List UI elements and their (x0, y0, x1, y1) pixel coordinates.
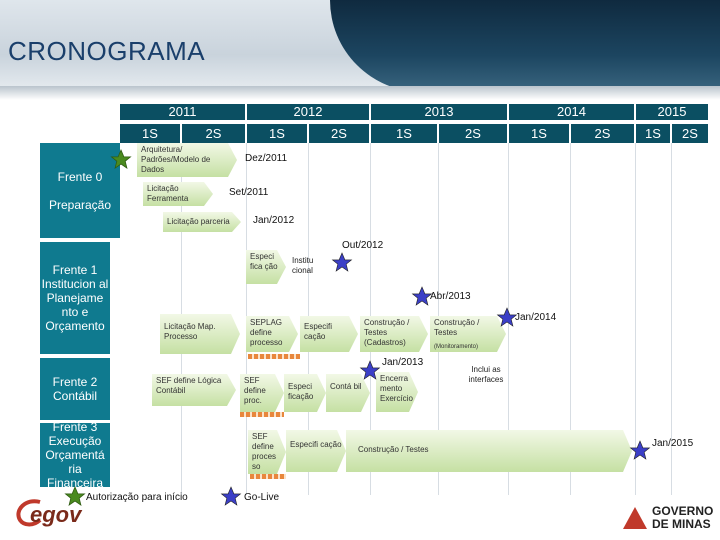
sem-2013-2: 2S (439, 124, 507, 143)
task-construcao-monitoramento-label: Construção / Testes (434, 318, 480, 337)
milestone-jan2013: Jan/2013 (382, 357, 424, 368)
task-institucional: Institu cional (292, 256, 314, 275)
front-0: Frente 0 Preparação (40, 143, 120, 238)
sem-2014-1: 1S (509, 124, 569, 143)
task-sef-define-processo: SEF define proces so (248, 430, 286, 474)
sem-2012-1: 1S (247, 124, 307, 143)
grid-line (671, 143, 672, 495)
task-construcao-f3: Construção / Testes (346, 430, 632, 472)
egov-swirl-icon (16, 499, 42, 527)
authorization-star-icon (111, 149, 131, 169)
governo-logo-line2: DE MINAS (652, 517, 711, 531)
progress-bar-seplag (248, 354, 300, 359)
front-0-subtitle: Preparação (48, 197, 112, 212)
task-sef-define-proc: SEF define proc. (240, 374, 284, 412)
year-2015: 2015 (636, 104, 708, 120)
sem-2015-2: 2S (672, 124, 708, 143)
sem-2014-2: 2S (571, 124, 634, 143)
front-1: Frente 1 Institucion al Planejame nto e … (40, 242, 110, 354)
building-image (330, 0, 720, 92)
egov-logo-text: egov (30, 502, 82, 527)
golive-star-icon (412, 286, 432, 306)
grid-line (570, 143, 571, 495)
task-especificacao-f2: Especi ficação (284, 374, 326, 412)
task-encerramento: Encerra mento Exercício (376, 372, 418, 412)
task-especificacao-f3: Especifi cação (286, 430, 346, 472)
milestone-out2012: Out/2012 (342, 240, 384, 251)
progress-bar-sef (240, 412, 284, 417)
golive-star-icon (630, 440, 650, 460)
legend-golive-label: Go-Live (244, 492, 280, 503)
task-especificacao-f1b: Especifi cação (300, 316, 358, 352)
milestone-jan2015: Jan/2015 (652, 438, 694, 449)
task-especificacao-f1: Especi fica ção (246, 250, 286, 284)
task-licitacao-mapeamento: Licitação Map. Processo (160, 314, 240, 354)
task-construcao-cadastros: Construção / Testes (Cadastros) (360, 316, 428, 352)
sem-2011-2: 2S (182, 124, 245, 143)
front-0-title: Frente 0 (57, 169, 103, 184)
egov-logo: egov (12, 496, 92, 532)
grid-line (635, 143, 636, 495)
front-2: Frente 2 Contábil (40, 358, 110, 420)
task-construcao-monitoramento: Construção / Testes (Monitoramento) (430, 316, 506, 352)
year-2013: 2013 (371, 104, 507, 120)
task-licitacao-ferramenta: Licitação Ferramenta (143, 182, 213, 206)
sem-2013-1: 1S (371, 124, 437, 143)
task-seplag-define: SEPLAG define processo (246, 316, 298, 352)
milestone-abr2013: Abr/2013 (430, 291, 471, 302)
triangle-icon (623, 507, 647, 529)
task-sef-logica-contabil: SEF define Lógica Contábil (152, 374, 236, 406)
year-2014: 2014 (509, 104, 634, 120)
golive-star-icon (497, 307, 517, 327)
milestone-jan2012: Jan/2012 (253, 215, 295, 226)
governo-minas-logo: GOVERNO DE MINAS (622, 503, 718, 535)
milestone-jan2014: Jan/2014 (515, 312, 557, 323)
golive-star-icon (332, 252, 352, 272)
task-arquitetura: Arquitetura/ Padrões/Modelo de Dados (137, 143, 237, 177)
front-3: Frente 3 Execução Orçamentá ria Financei… (40, 423, 110, 487)
governo-logo-text: GOVERNO DE MINAS (652, 505, 713, 531)
year-2012: 2012 (247, 104, 369, 120)
legend-authorization-label: Autorização para início (86, 492, 188, 503)
note-inclui-interfaces: Inclui as interfaces (468, 365, 504, 384)
sem-2012-2: 2S (309, 124, 369, 143)
progress-bar-f3 (250, 474, 286, 479)
sem-2015-1: 1S (636, 124, 670, 143)
task-licitacao-parceria: Licitação parceria (163, 212, 241, 232)
header-banner (0, 0, 720, 100)
year-2011: 2011 (120, 104, 245, 120)
page-title: CRONOGRAMA (8, 36, 206, 66)
sem-2011-1: 1S (120, 124, 180, 143)
legend-golive-star-icon (221, 486, 241, 506)
milestone-set2011: Set/2011 (229, 187, 269, 198)
golive-star-icon (360, 360, 380, 380)
task-construcao-monitoramento-sub: (Monitoramento) (434, 344, 479, 350)
milestone-dez2011: Dez/2011 (245, 153, 288, 164)
governo-logo-line1: GOVERNO (652, 504, 714, 518)
banner-road (0, 86, 720, 100)
task-contabil: Contá bil (326, 374, 370, 412)
